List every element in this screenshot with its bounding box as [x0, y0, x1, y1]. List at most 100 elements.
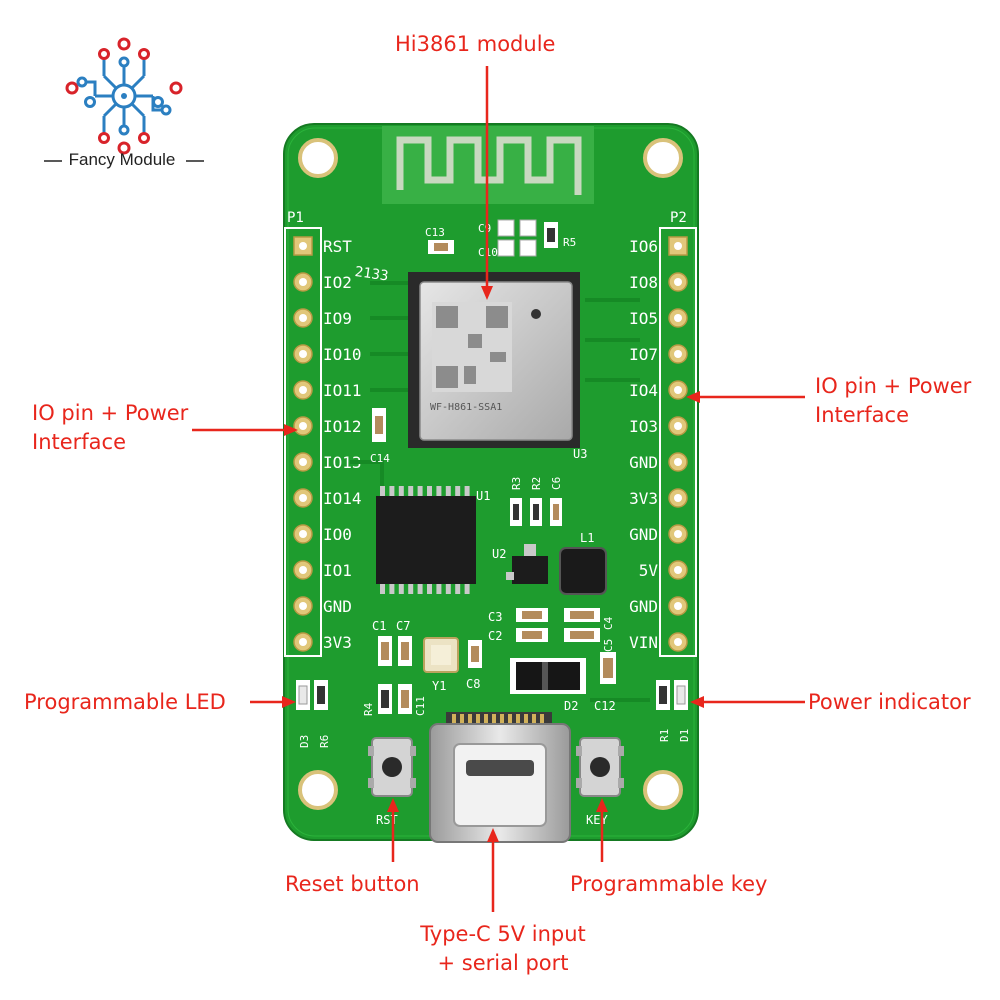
pcb-board: P1 P2 RSTIO2IO9IO10IO11IO12IO13IO14IO0IO… [283, 123, 699, 843]
reset-silkscreen: RST [376, 813, 398, 827]
ref-r1: R1 [658, 729, 671, 742]
left-pin-hole [299, 458, 307, 466]
right-pin-label: GND [629, 525, 658, 544]
callout-io-left-line1: IO pin + Power [32, 401, 189, 425]
ref-c4: C4 [602, 616, 615, 630]
chip-leg [389, 486, 395, 496]
chip-leg [436, 584, 442, 594]
ref-y1: Y1 [432, 679, 446, 693]
left-pin-hole [299, 314, 307, 322]
callout-io-left-line2: Interface [32, 430, 127, 454]
right-pin-hole [674, 422, 682, 430]
ref-d1: D1 [678, 729, 691, 742]
date-code: 2133 [354, 264, 390, 285]
chip-leg [455, 486, 461, 496]
chip-leg [417, 486, 423, 496]
left-pin-label: IO9 [323, 309, 352, 328]
chip-leg [464, 584, 470, 594]
right-pin-label: IO8 [629, 273, 658, 292]
chip-leg [398, 486, 404, 496]
callout-typec-line2: + serial port [437, 951, 569, 975]
regulator-passives: R3 R2 C6 [510, 477, 563, 526]
ref-c3: C3 [488, 610, 502, 624]
right-pin-label: IO4 [629, 381, 658, 400]
inductor: L1 [559, 531, 607, 595]
callout-io-right-line1: IO pin + Power [815, 374, 972, 398]
right-pin-hole [674, 386, 682, 394]
module-qr-code [436, 306, 508, 388]
chip-leg [380, 486, 385, 496]
right-pin-label: 3V3 [629, 489, 658, 508]
top-passives: C13 C9 C10 R5 C14 [370, 219, 576, 465]
ref-c2: C2 [488, 629, 502, 643]
chip-leg [389, 584, 395, 594]
left-pin-hole [299, 494, 307, 502]
brand-name: Fancy Module [68, 150, 176, 169]
callout-io-right-line2: Interface [815, 403, 910, 427]
ref-d2: D2 [564, 699, 578, 713]
left-pin-hole [299, 602, 307, 610]
left-pin-label: 3V3 [323, 633, 352, 652]
chip-leg [455, 584, 461, 594]
left-pin-hole [299, 278, 307, 286]
ref-u1: U1 [476, 489, 490, 503]
right-pin-hole [674, 494, 682, 502]
p2-label: P2 [670, 210, 687, 226]
left-pin-hole [299, 422, 307, 430]
left-pin-label: IO1 [323, 561, 352, 580]
left-pin-label: IO11 [323, 381, 362, 400]
left-pin-hole [299, 566, 307, 574]
p1-label: P1 [287, 210, 304, 226]
ref-r6: R6 [318, 735, 331, 748]
ref-r4: R4 [362, 702, 375, 716]
module-ref: U3 [573, 447, 587, 461]
right-pin-hole [674, 314, 682, 322]
right-pin-hole [674, 566, 682, 574]
left-pin-hole [299, 242, 307, 250]
usb-type-c-connector [429, 712, 571, 843]
chip-leg [380, 584, 385, 594]
ref-c9: C9 [478, 222, 491, 235]
callout-io-right: IO pin + Power Interface [815, 372, 971, 430]
ref-c12: C12 [594, 699, 616, 713]
ref-u2: U2 [492, 547, 506, 561]
right-pin-hole [674, 602, 682, 610]
callout-typec: Type-C 5V input + serial port [414, 920, 592, 978]
schottky-diode: D2 C12 [510, 652, 616, 713]
chip-leg [427, 584, 432, 594]
right-pin-hole [674, 350, 682, 358]
left-pin-label: IO13 [323, 453, 362, 472]
right-pin-label: VIN [629, 633, 658, 652]
callout-key: Programmable key [570, 872, 768, 896]
ref-c13: C13 [425, 226, 445, 239]
ref-c7: C7 [396, 619, 410, 633]
ref-c14: C14 [370, 452, 390, 465]
right-pin-hole [674, 530, 682, 538]
left-pin-label: GND [323, 597, 352, 616]
left-pin-label: IO10 [323, 345, 362, 364]
callout-io-left: IO pin + Power Interface [32, 399, 188, 457]
crystal-passives: C1 C7 R4 C11 [362, 619, 427, 716]
ref-c11: C11 [414, 696, 427, 716]
user-key-button: KEY [576, 737, 624, 827]
callout-led: Programmable LED [24, 690, 226, 714]
right-pin-label: IO5 [629, 309, 658, 328]
left-pin-hole [299, 530, 307, 538]
chip-leg [445, 584, 451, 594]
right-pin-label: 5V [639, 561, 659, 580]
callout-arrows [192, 66, 805, 912]
right-pin-hole [674, 638, 682, 646]
key-silkscreen: KEY [586, 813, 608, 827]
ref-r2: R2 [530, 477, 543, 490]
left-pin-label: IO12 [323, 417, 362, 436]
voltage-regulator: U2 [492, 544, 548, 584]
chip-leg [408, 486, 414, 496]
usb-serial-chip: U1 [376, 486, 490, 594]
power-indicator-led: R1 D1 [656, 680, 691, 742]
left-pin-label: RST [323, 237, 352, 256]
chip-leg [436, 486, 442, 496]
right-pin-label: IO3 [629, 417, 658, 436]
left-pin-hole [299, 638, 307, 646]
